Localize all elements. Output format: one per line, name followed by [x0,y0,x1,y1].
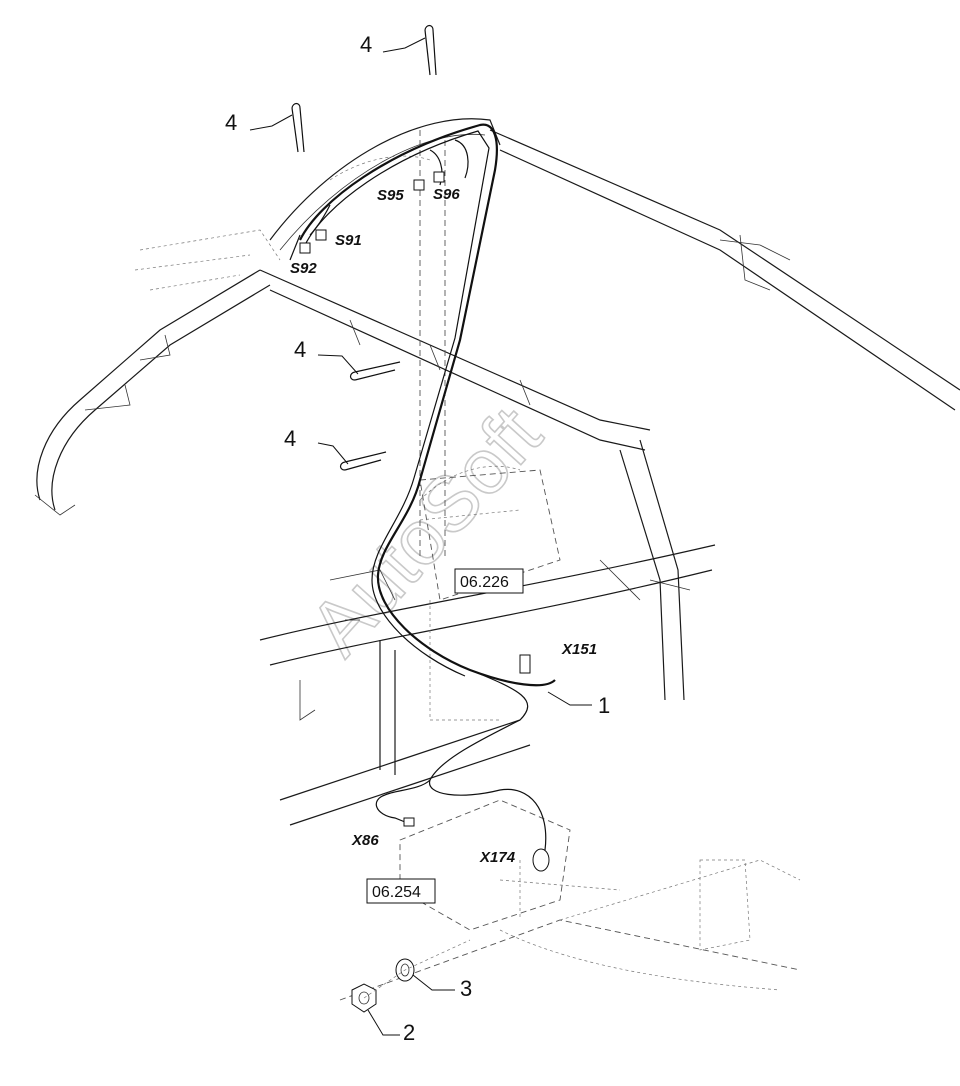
callout-4-top: 4 [360,32,372,57]
clip-part-4-lower [339,451,387,471]
clip-part-4-top [424,24,437,76]
clip-part-4-middle [349,361,401,381]
cab-roof-frame [34,118,960,516]
watermark-text: AutoSoft [292,390,558,671]
plug-x86 [403,817,415,827]
reference-label-06-254: 06.254 [372,884,421,901]
grommet-x174 [532,848,550,872]
clip-part-4-upper-left [291,102,305,153]
wiring-harness-1 [289,123,556,851]
plug-s91 [315,229,327,241]
callout-4-upper-left: 4 [225,110,237,135]
callout-2: 2 [403,1020,415,1045]
callout-3: 3 [460,976,472,1001]
connector-label-x151: X151 [561,641,597,658]
connector-plugs [299,171,550,872]
callout-4-lower: 4 [284,426,296,451]
connector-label-x86: X86 [351,832,379,849]
assembly-axis [363,939,471,999]
plug-s92 [299,242,311,254]
plug-x151 [519,654,531,674]
plug-s96 [433,171,445,183]
reference-box-06-254: 06.254 [366,878,436,904]
reference-label-06-226: 06.226 [460,574,509,591]
connector-label-s95: S95 [377,187,404,204]
callout-1: 1 [598,693,610,718]
connector-label-s92: S92 [290,260,317,277]
reference-box-06-226: 06.226 [454,568,524,594]
cab-pillar-frame [259,439,716,826]
connector-label-s91: S91 [335,232,362,249]
connector-label-s96: S96 [433,186,460,203]
callout-4-middle: 4 [294,337,306,362]
plug-s95 [413,179,425,191]
leader-lines [249,37,592,1036]
connector-label-x174: X174 [479,849,516,866]
dashed-hidden-lines [134,130,801,1001]
